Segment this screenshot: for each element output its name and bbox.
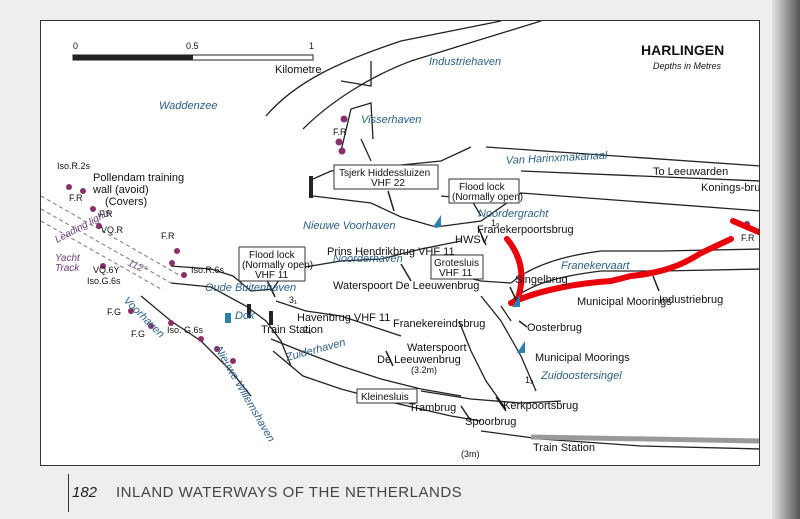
flood-lock-box-2: Flood lock (Normally open) VHF 11: [238, 246, 313, 282]
municipal-moorings-label-1: Municipal Moorings: [577, 296, 672, 308]
flood-lock-1-state: (Normally open): [452, 192, 523, 203]
to-leeuwarden-label: To Leeuwarden: [653, 166, 728, 178]
light-markers: [66, 115, 750, 364]
franekerpoortsbrug-label: Franekerpoortsbrug: [477, 224, 574, 236]
waddenzee-label: Waddenzee: [159, 100, 218, 112]
coastline: [140, 21, 759, 450]
pollendam-line1: Pollendam training: [93, 172, 184, 184]
oude-buitenhaven-label: Oude Buitenhaven: [205, 282, 296, 294]
light-label-2: F.R: [333, 127, 347, 137]
light-label-7: Iso.R.6s: [191, 265, 225, 275]
light-label-5: VQ.R: [101, 225, 124, 235]
kerkpoortsbrug-label: Kerkpoortsbrug: [503, 400, 578, 412]
footer-rule: [68, 474, 69, 512]
depth-label-1: 3₁: [289, 295, 297, 305]
depth-label-2: 2₆: [303, 325, 312, 335]
flood-lock-2-name: Flood lock: [249, 250, 296, 261]
waterspoort-2-line1: Waterspoort: [407, 342, 467, 354]
bearing-label: 112°: [126, 258, 149, 276]
map-frame: HARLINGEN Depths in Metres 0 0.5 1 Kilom…: [40, 20, 760, 466]
light-label-13: F.R: [741, 233, 755, 243]
book-title: INLAND WATERWAYS OF THE NETHERLANDS: [116, 484, 463, 501]
grotesluis-vhf: VHF 11: [439, 268, 473, 279]
waterspoort-2-line2: De Leeuwenbrug: [377, 354, 461, 366]
train-station-label-1: Train Station: [261, 324, 323, 336]
highlighted-route: [504, 218, 759, 306]
grotesluis-name: Grotesluis: [434, 258, 479, 269]
flood-lock-1-name: Flood lock: [459, 182, 506, 193]
oosterbrug-label: Oosterbrug: [527, 322, 582, 334]
singelbrug-label: Singelbrug: [515, 274, 568, 286]
harbour-chart: HARLINGEN Depths in Metres 0 0.5 1 Kilom…: [41, 21, 760, 459]
scale-tick-half: 0.5: [186, 41, 199, 51]
spoorbrug-label: Spoorbrug: [465, 416, 516, 428]
depth-label-5: (3m): [461, 449, 480, 459]
municipal-moorings-label-2: Municipal Moorings: [535, 352, 630, 364]
zuiderhaven-label: Zuiderhaven: [284, 336, 347, 364]
waterspoort-label-1: Waterspoort De Leeuwenbrug: [333, 280, 479, 292]
page-number: 182: [72, 484, 98, 501]
light-label-9: Iso.G.6s: [87, 276, 121, 286]
scale-tick-1: 1: [309, 41, 314, 51]
train-station-label-2: Train Station: [533, 442, 595, 454]
pollendam-line2: wall (avoid): [92, 184, 149, 196]
nieuwe-willemshaven-label: Nieuwe Willemshaven: [212, 345, 276, 445]
light-label-12: F.G: [131, 329, 145, 339]
bridges: [266, 190, 660, 422]
tsjerk-name: Tsjerk Hiddessluizen: [339, 168, 430, 179]
industriebrug-label: Industriebrug: [659, 294, 723, 306]
leading-lines: [41, 195, 182, 290]
light-label-11: Iso. G.6s: [167, 325, 204, 335]
trambrug-label: Trambrug: [409, 402, 456, 414]
flood-lock-2-vhf: VHF 11: [255, 270, 289, 281]
map-title: HARLINGEN: [641, 42, 724, 58]
light-label-3: F.R: [69, 193, 83, 203]
industriehaven-label: Industriehaven: [429, 56, 501, 68]
grotesluis-box: Grotesluis VHF 11: [430, 254, 484, 280]
scale-tick-0: 0: [73, 41, 78, 51]
jetty-markers: [247, 176, 313, 325]
van-harinxmakanaal-label: Van Harinxmakanaal: [506, 150, 609, 167]
page-edge-shadow: [772, 0, 800, 519]
kleinesluis-box: Kleinesluis: [356, 388, 418, 404]
noorderhaven-label: Noorderhaven: [333, 253, 403, 265]
light-label-10: F.G: [107, 307, 121, 317]
light-label-6: F.R: [161, 231, 175, 241]
flood-lock-2-state: (Normally open): [242, 260, 313, 271]
zuidoostersingel-label: Zuidoostersingel: [540, 370, 622, 382]
depth-label-4: 1₂: [525, 375, 534, 385]
light-label-1: Iso.R.2s: [57, 161, 91, 171]
prins-hendrikbrug-label: Prins Hendrikbrug VHF 11: [327, 246, 455, 258]
koningsbrug-label: Konings-brug: [701, 182, 760, 194]
railway-line: [530, 434, 759, 444]
franekervaart-label: Franekervaart: [561, 260, 630, 272]
hwsv-label: HWSV: [455, 234, 489, 246]
yacht-track-line1: Yacht: [55, 253, 81, 264]
tsjerk-vhf: VHF 22: [371, 178, 405, 189]
kleinesluis-name: Kleinesluis: [361, 392, 409, 403]
noordergracht-label: Noordergracht: [478, 208, 549, 220]
visserhaven-label: Visserhaven: [361, 114, 421, 126]
depth-label-3: 1₉: [491, 218, 500, 228]
light-label-8: VQ.6Y: [93, 265, 120, 275]
nieuwe-voorhaven-label: Nieuwe Voorhaven: [303, 220, 396, 232]
scale-bar: 0 0.5 1 Kilometre: [72, 41, 321, 76]
dok-label: Dok: [235, 310, 255, 322]
light-label-4: F.R: [99, 209, 113, 219]
map-subtitle: Depths in Metres: [653, 61, 722, 71]
tsjerk-hiddessluizen-box: Tsjerk Hiddessluizen VHF 22: [333, 164, 439, 190]
flood-lock-box-1: Flood lock (Normally open): [448, 178, 523, 204]
yacht-track-line2: Track: [55, 263, 80, 274]
pollendam-line3: (Covers): [105, 196, 147, 208]
franekereindsbrug-label: Franekereindsbrug: [393, 318, 485, 330]
mooring-markers: [225, 215, 525, 353]
waterspoort-2-clearance: (3.2m): [411, 365, 437, 375]
scale-unit: Kilometre: [275, 64, 321, 76]
havenbrug-label: Havenbrug VHF 11: [297, 312, 390, 324]
